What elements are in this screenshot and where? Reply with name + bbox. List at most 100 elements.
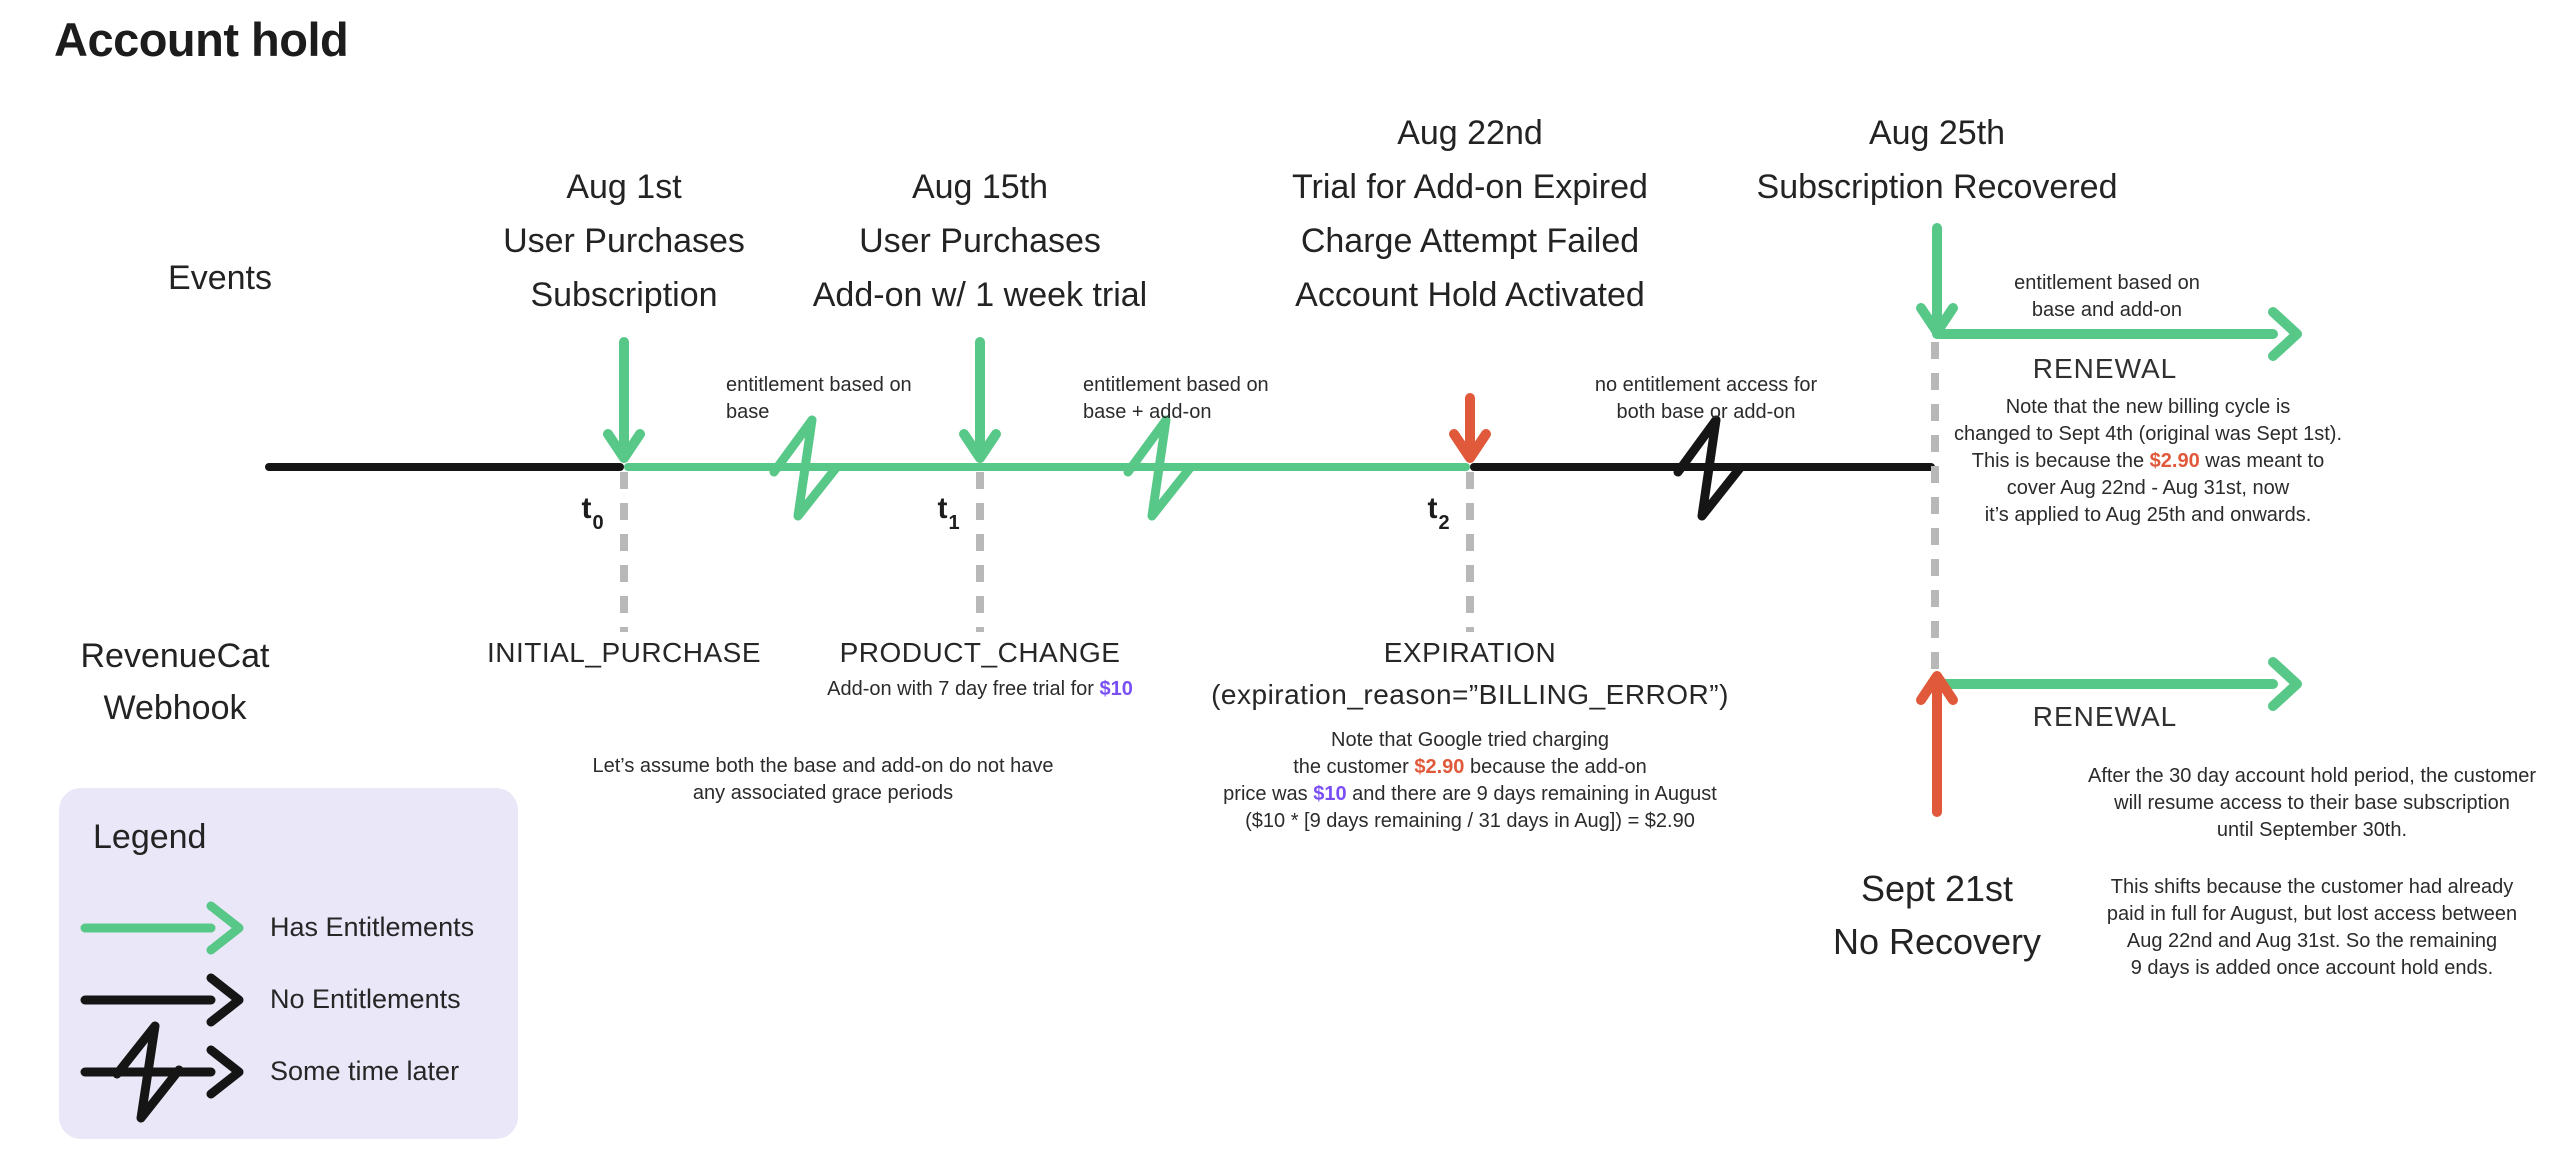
aug15-event-arrow [959, 337, 1001, 463]
annotation-entitlement-base-and-addon-line1: entitlement based on [2014, 272, 2200, 294]
webhook-axis-label: RevenueCat Webhook [80, 630, 269, 734]
billing-cycle-note-line1: Note that the new billing cycle is [2005, 396, 2291, 418]
assumption-note-line1: Let’s assume both the base and add-on do… [592, 755, 1054, 777]
legend-no-entitlements-arrow-icon [80, 973, 244, 1027]
event-header-aug25-date: Aug 25th [1868, 114, 2006, 152]
some-time-later-mark-1 [769, 415, 841, 521]
recovery-note-line2: will resume access to their base subscri… [2114, 792, 2510, 814]
shift-note-line3: Aug 22nd and Aug 31st. So the remaining [2126, 930, 2498, 952]
webhook-axis-label-line2: Webhook [103, 689, 247, 727]
expiration-note-line2c: because the add-on [1464, 756, 1647, 778]
event-header-aug1-line3: Subscription [530, 276, 718, 314]
expiration-note-line2a: the customer [1293, 756, 1415, 778]
t0-label-sub: 0 [592, 512, 604, 534]
event-header-aug15-date: Aug 15th [911, 168, 1049, 206]
shift-note-line4: 9 days is added once account hold ends. [2130, 957, 2494, 979]
t2-label-base: t [1427, 492, 1438, 525]
expiration-note-price: $10 [1313, 783, 1347, 805]
annotation-entitlement-base-and-addon: entitlement based on base and add-on [2014, 270, 2200, 324]
event-header-aug22-date: Aug 22nd [1397, 114, 1543, 152]
renewal-label-upper: RENEWAL [2032, 353, 2178, 384]
annotation-entitlement-base-and-addon-line2: base and add-on [2031, 299, 2183, 321]
annotation-no-entitlement-line2: both base or add-on [1616, 401, 1796, 423]
assumption-note: Let’s assume both the base and add-on do… [592, 753, 1053, 807]
t0-label-base: t [581, 492, 592, 525]
assumption-note-line2: any associated grace periods [692, 782, 954, 804]
t0-dashed-line [620, 472, 628, 632]
webhook-axis-label-line1: RevenueCat [80, 637, 270, 675]
t2-label: t2 [1427, 492, 1450, 534]
webhook-expiration: EXPIRATION [1383, 637, 1557, 668]
renewal-label-lower: RENEWAL [2032, 701, 2178, 732]
webhook-product-change-subtitle-text: Add-on with 7 day free trial for [827, 678, 1100, 700]
billing-cycle-note-line3: This is because the $2.90 was meant to [1954, 448, 2342, 475]
events-axis-label: Events [168, 259, 272, 297]
annotation-entitlement-base-addon: entitlement based on base + add-on [1083, 372, 1269, 426]
shift-note-line1: This shifts because the customer had alr… [2110, 876, 2514, 898]
event-header-aug22-line2: Trial for Add-on Expired [1292, 168, 1648, 206]
event-header-aug1-line2: User Purchases [503, 222, 745, 260]
no-recovery-header: Sept 21st No Recovery [1833, 862, 2041, 968]
some-time-later-mark-3 [1673, 415, 1745, 521]
billing-cycle-note-line3c: was meant to [2199, 450, 2325, 472]
no-recovery-date: Sept 21st [1860, 868, 2014, 909]
event-header-aug1-date: Aug 1st [566, 168, 682, 206]
event-header-aug22-line4: Account Hold Activated [1295, 276, 1645, 314]
shift-note: This shifts because the customer had alr… [2107, 874, 2517, 982]
timeline-entitled-segment [624, 463, 1470, 471]
legend-has-entitlements-arrow-icon [80, 901, 244, 955]
t2-label-sub: 2 [1438, 512, 1450, 534]
event-header-aug15-line2: User Purchases [859, 222, 1101, 260]
webhook-product-change-subtitle-price: $10 [1099, 678, 1133, 700]
aug22-expiration-arrow [1449, 393, 1491, 463]
no-recovery-label: No Recovery [1832, 921, 2042, 962]
event-header-aug25-line2: Subscription Recovered [1756, 168, 2118, 206]
timeline-pre-purchase-segment [265, 463, 624, 471]
timeline-hold-segment [1470, 463, 1935, 471]
legend-some-time-later-label: Some time later [270, 1056, 460, 1086]
expiration-note-line3: price was $10 and there are 9 days remai… [1223, 781, 1717, 808]
t1-label: t1 [937, 492, 960, 534]
event-header-aug25: Aug 25th Subscription Recovered [1757, 106, 2118, 214]
expiration-note-line3c: and there are 9 days remaining in August [1346, 783, 1717, 805]
billing-cycle-note-line4: cover Aug 22nd - Aug 31st, now [2006, 477, 2290, 499]
t1-label-sub: 1 [948, 512, 960, 534]
webhook-product-change-subtitle: Add-on with 7 day free trial for $10 [827, 676, 1133, 703]
annotation-entitlement-base: entitlement based on base [726, 372, 912, 426]
event-header-aug22-line3: Charge Attempt Failed [1300, 222, 1640, 260]
legend-panel [59, 788, 518, 1139]
expiration-note-line2: the customer $2.90 because the add-on [1223, 754, 1717, 781]
billing-cycle-note-amount: $2.90 [2149, 450, 2200, 472]
annotation-no-entitlement-line1: no entitlement access for [1594, 374, 1818, 396]
event-header-aug1: Aug 1st User Purchases Subscription [503, 160, 745, 322]
billing-cycle-note-line5: it’s applied to Aug 25th and onwards. [1984, 504, 2312, 526]
recovery-note-line3: until September 30th. [2216, 819, 2408, 841]
sept21-no-recovery-arrow [1916, 671, 1958, 817]
legend-has-entitlements-label: Has Entitlements [270, 912, 475, 942]
shift-note-line2: paid in full for August, but lost access… [2106, 903, 2518, 925]
expiration-note: Note that Google tried charging the cust… [1223, 727, 1717, 835]
recovery-dashed-line [1931, 342, 1939, 672]
billing-cycle-note-line3a: This is because the [1971, 450, 2150, 472]
annotation-entitlement-base-line2: base [726, 401, 770, 423]
t2-dashed-line [1466, 472, 1474, 632]
some-time-later-mark-2 [1123, 415, 1195, 521]
webhook-initial-purchase: INITIAL_PURCHASE [486, 637, 762, 668]
legend-some-time-later-arrow-icon [80, 1021, 244, 1123]
legend-title: Legend [93, 818, 207, 856]
annotation-entitlement-base-addon-line1: entitlement based on [1083, 374, 1269, 396]
annotation-no-entitlement: no entitlement access for both base or a… [1595, 372, 1817, 426]
expiration-note-line4: ($10 * [9 days remaining / 31 days in Au… [1245, 810, 1695, 832]
billing-cycle-note: Note that the new billing cycle is chang… [1954, 394, 2342, 529]
recovery-note: After the 30 day account hold period, th… [2088, 763, 2536, 844]
renewal-arrow-upper [1932, 307, 2302, 361]
billing-cycle-note-line2: changed to Sept 4th (original was Sept 1… [1953, 423, 2343, 445]
expiration-note-amount: $2.90 [1414, 756, 1465, 778]
t1-dashed-line [976, 472, 984, 632]
webhook-product-change: PRODUCT_CHANGE [839, 637, 1121, 668]
t1-label-base: t [937, 492, 948, 525]
expiration-note-line3a: price was [1223, 783, 1314, 805]
t0-label: t0 [581, 492, 604, 534]
annotation-entitlement-base-addon-line2: base + add-on [1083, 401, 1212, 423]
